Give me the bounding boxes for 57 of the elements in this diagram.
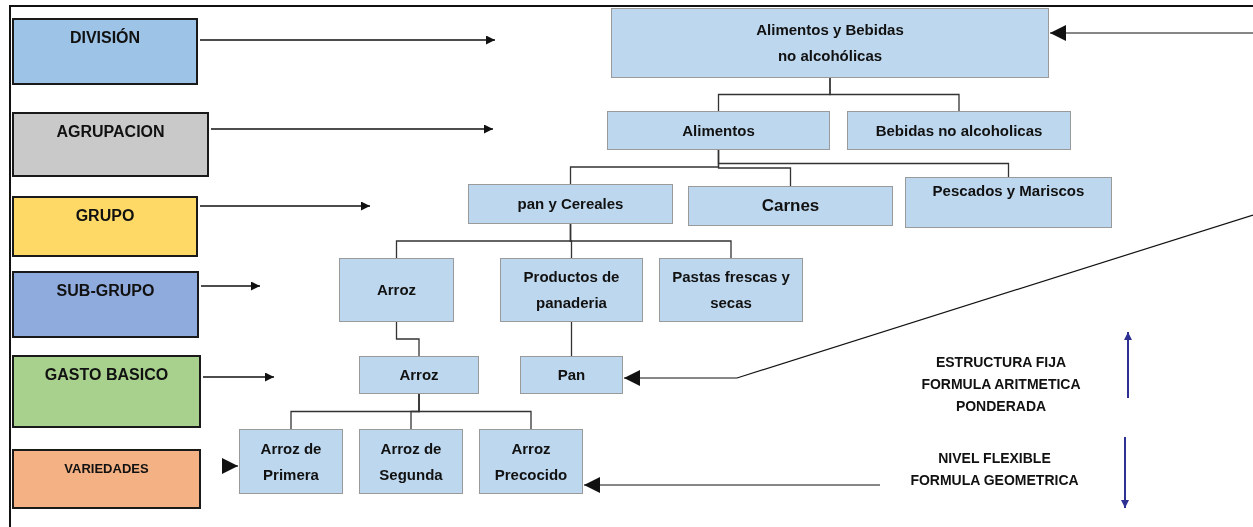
connector-line xyxy=(717,149,1010,178)
arrow xyxy=(222,458,239,474)
category-box xyxy=(479,429,583,494)
category-box xyxy=(611,8,1049,78)
category-box xyxy=(239,429,343,494)
node-label: Carnes xyxy=(761,195,820,217)
node-label: Arroz de Primera xyxy=(259,438,323,485)
arrow xyxy=(1049,25,1253,41)
note-text: ESTRUCTURA FIJA FORMULA ARITMETICA PONDERADA xyxy=(920,353,1082,416)
arrow xyxy=(199,201,371,211)
node-label: DIVISIÓN xyxy=(69,27,141,48)
category-box xyxy=(359,429,463,494)
node-label: pan y Cereales xyxy=(517,194,624,214)
arrow xyxy=(202,372,275,382)
connector-line xyxy=(395,321,420,357)
level-box xyxy=(12,18,198,85)
node-label: SUB-GRUPO xyxy=(56,281,155,301)
node-label: GRUPO xyxy=(75,206,135,226)
category-box xyxy=(468,184,673,224)
node-label: AGRUPACION xyxy=(56,122,165,142)
category-box xyxy=(659,258,803,322)
node-label: GASTO BASICO xyxy=(44,365,169,385)
connector-line xyxy=(418,393,532,430)
category-box xyxy=(359,356,479,394)
arrow xyxy=(623,214,1253,386)
category-box xyxy=(520,356,623,394)
arrow xyxy=(199,35,496,45)
node-label: Pescados y Mariscos xyxy=(932,181,1085,201)
category-box xyxy=(500,258,643,322)
node-label: Arroz de Segunda xyxy=(378,438,444,485)
level-box xyxy=(12,271,199,338)
node-label: Arroz xyxy=(376,280,417,300)
arrow xyxy=(210,124,494,134)
level-box xyxy=(12,449,201,509)
node-label: Alimentos y Bebidas no alcohólicas xyxy=(755,20,905,66)
arrow xyxy=(200,281,261,291)
category-box xyxy=(688,186,893,226)
category-box xyxy=(905,177,1112,228)
arrow xyxy=(583,477,881,493)
node-label: Arroz Precocido xyxy=(493,438,569,485)
connector-line xyxy=(569,223,732,259)
node-label: Arroz xyxy=(399,365,439,385)
level-box xyxy=(12,355,201,428)
category-box xyxy=(847,111,1071,150)
node-label: Bebidas no alcoholicas xyxy=(875,120,1043,141)
category-box xyxy=(607,111,830,150)
level-box xyxy=(12,196,198,257)
connector-line xyxy=(570,321,573,357)
category-box xyxy=(339,258,454,322)
node-label: VARIEDADES xyxy=(64,460,149,478)
level-box xyxy=(12,112,209,177)
node-label: Alimentos xyxy=(682,120,755,141)
connector-line xyxy=(829,77,960,112)
node-label: Pan xyxy=(557,365,586,385)
node-label: Pastas frescas y secas xyxy=(671,267,791,313)
note-text: NIVEL FLEXIBLE FORMULA GEOMETRICA xyxy=(909,449,1080,490)
node-label: Productos de panaderia xyxy=(522,267,621,313)
